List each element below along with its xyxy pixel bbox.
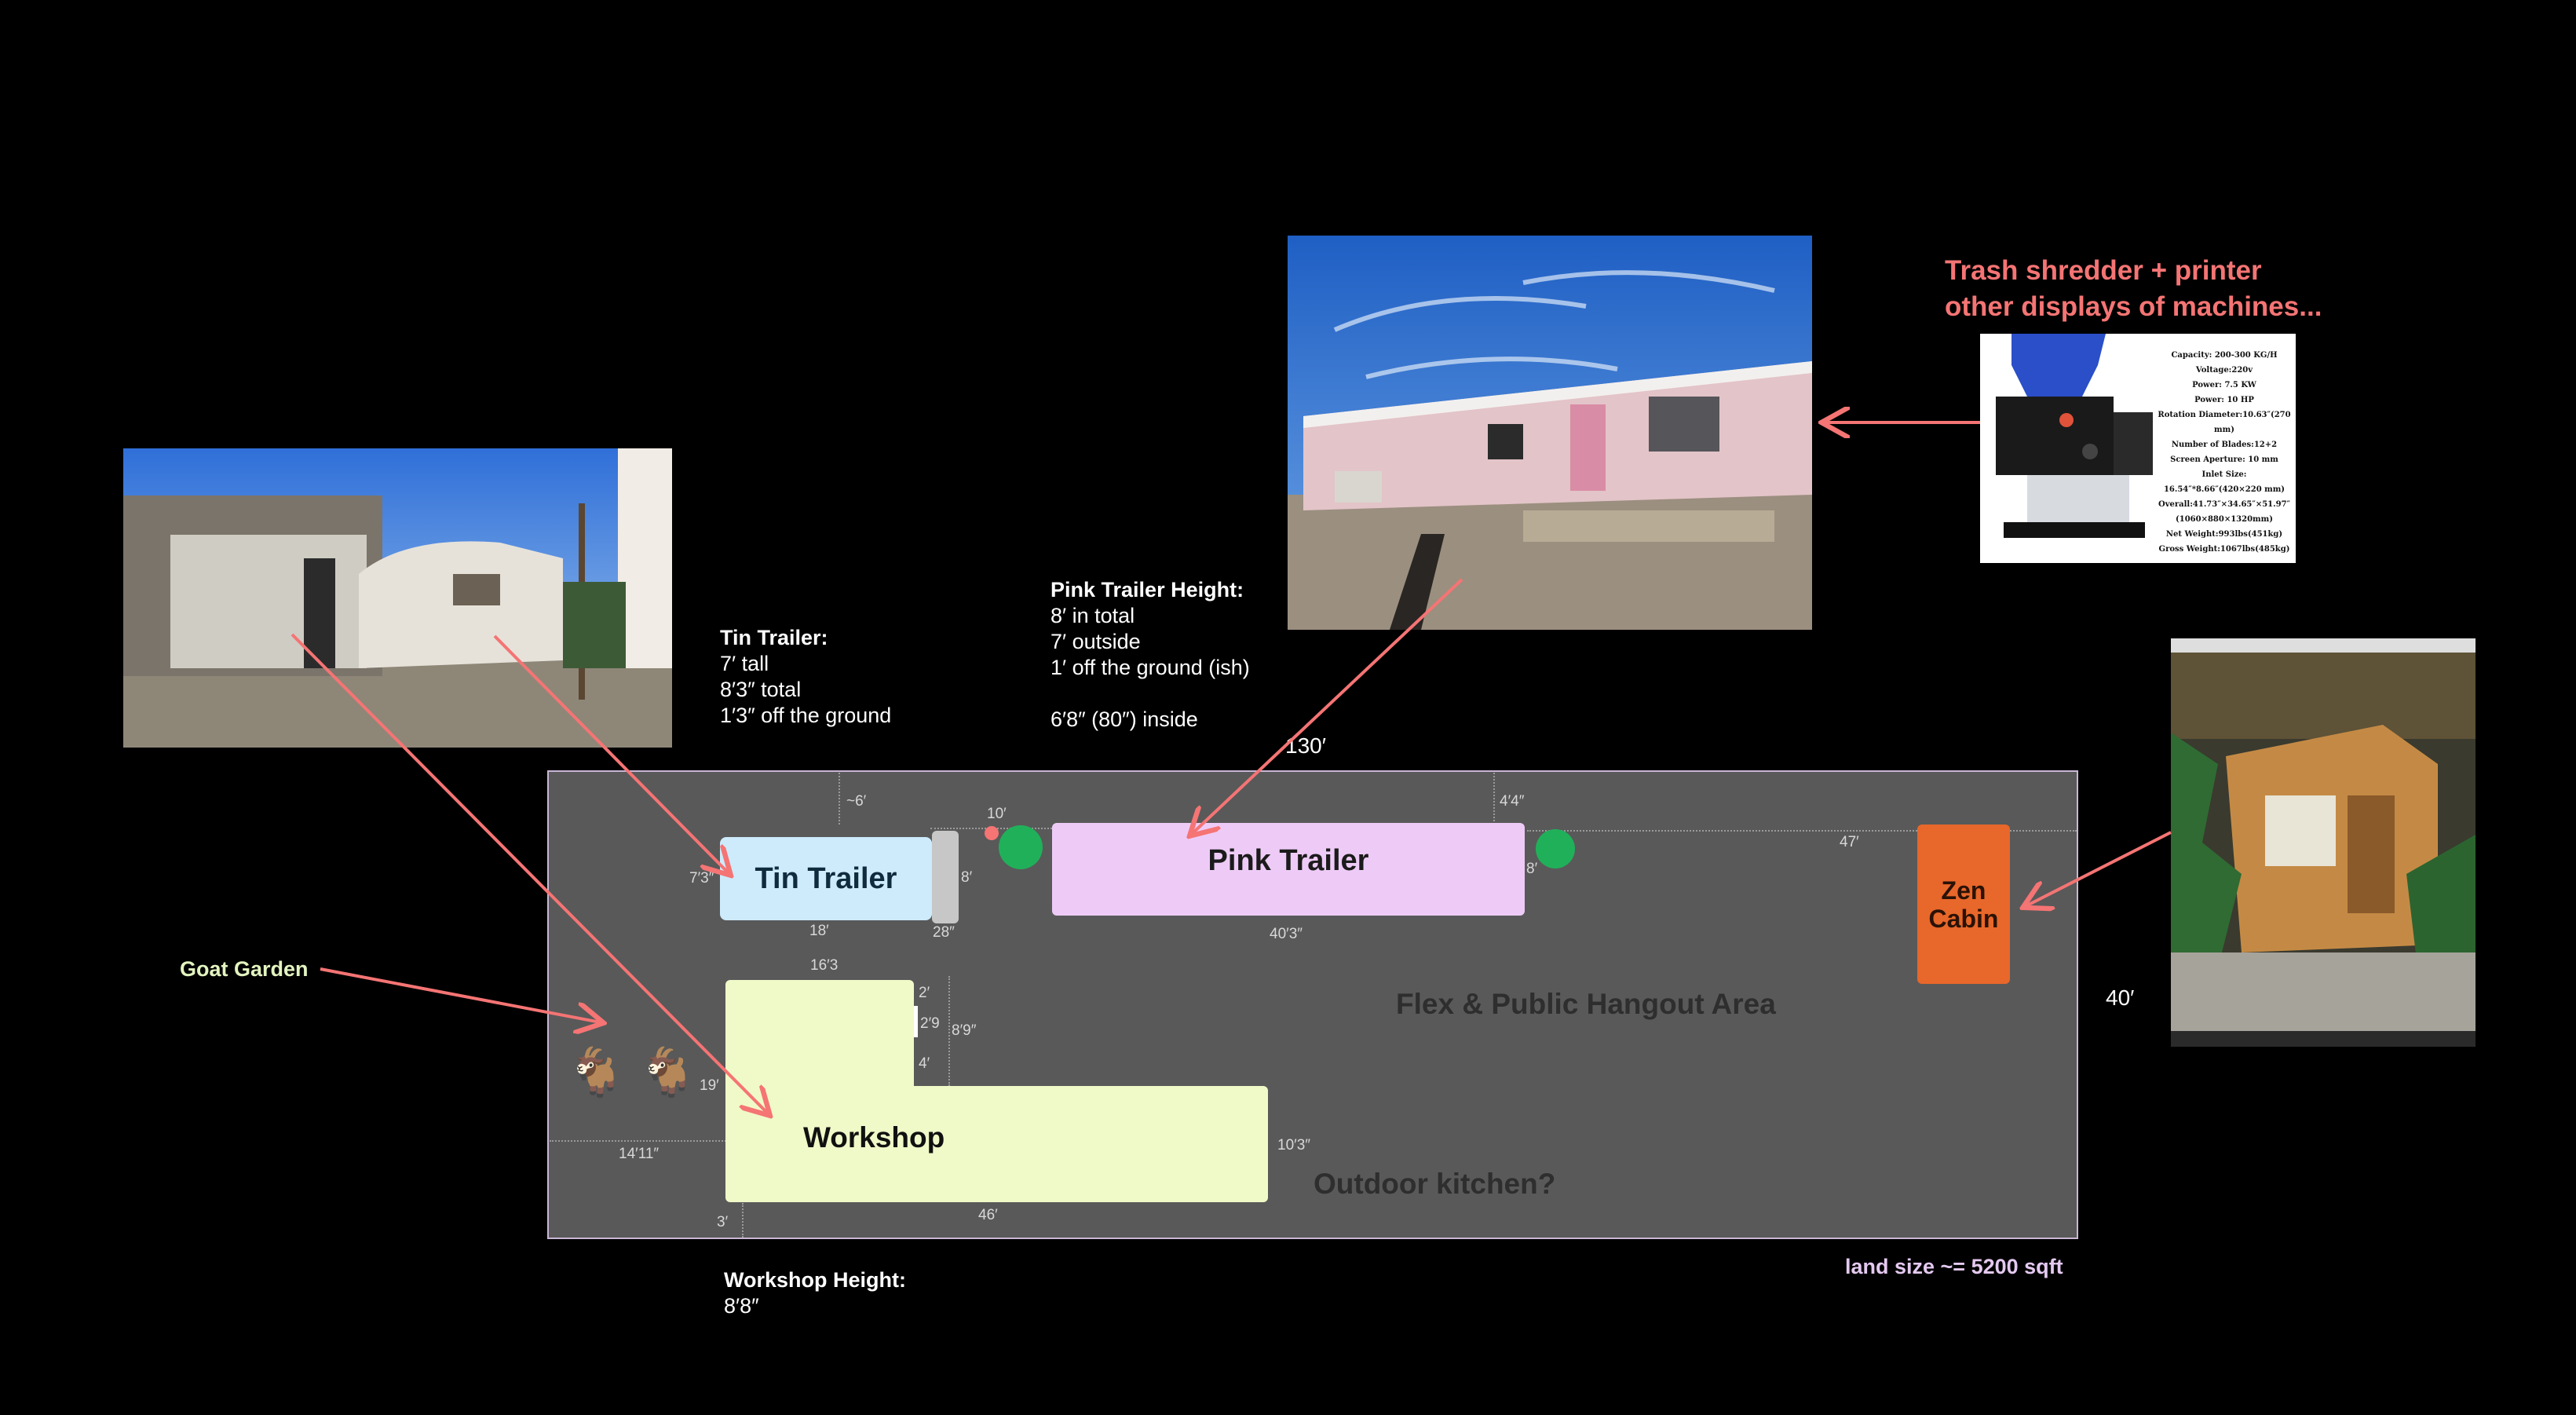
pink-trailer-block: Pink Trailer <box>1052 823 1525 916</box>
guide-line <box>1493 773 1495 825</box>
shredder-specs: Capacity: 200-300 KG/H Voltage:220v Powe… <box>2153 348 2296 557</box>
guide-line <box>742 1203 744 1238</box>
dim-label: 14′11″ <box>619 1146 660 1162</box>
pink-note-line: 7′ outside <box>1050 630 1141 653</box>
arrow-cabin-photo-to-zen <box>2026 831 2172 906</box>
pink-trailer-photo <box>1288 236 1812 630</box>
tree-dot <box>999 825 1043 869</box>
goat-garden-label: Goat Garden <box>180 957 309 981</box>
dim-label: 18′ <box>809 923 829 939</box>
arrow-tin-photo-to-trailer <box>493 634 729 873</box>
workshop-divider <box>914 1006 918 1037</box>
dim-label: 10′ <box>987 806 1007 822</box>
spec-line: Voltage:220v <box>2195 366 2253 375</box>
dim-label: 8′9″ <box>952 1022 977 1039</box>
guide-line <box>839 773 840 825</box>
spec-line: Overall:41.73″×34.65″×51.97″ <box>2158 500 2291 509</box>
flex-area-label: Flex & Public Hangout Area <box>1396 988 1776 1020</box>
workshop-block-upper <box>725 980 914 1090</box>
spec-line: Screen Aperture: 10 mm <box>2170 455 2278 464</box>
tin-note-line: 8′3″ total <box>720 678 802 701</box>
dim-label: 3′ <box>717 1214 729 1230</box>
dim-label: 8′ <box>961 869 973 886</box>
pink-trailer-note: Pink Trailer Height: 8′ in total 7′ outs… <box>1050 577 1250 733</box>
tin-note-line: 1′3″ off the ground <box>720 704 892 727</box>
zen-cabin-block: Zen Cabin <box>1917 825 2010 984</box>
pink-note-title: Pink Trailer Height: <box>1050 578 1244 601</box>
pink-note-line: 8′ in total <box>1050 604 1135 627</box>
trash-note-line-2: other displays of machines... <box>1945 291 2322 322</box>
tin-trailer-note: Tin Trailer: 7′ tall 8′3″ total 1′3″ off… <box>720 625 891 729</box>
spec-line: Inlet Size: <box>2201 470 2247 479</box>
goat-icons: 🐐 🐐 <box>567 1046 698 1099</box>
tin-note-line: 7′ tall <box>720 652 769 675</box>
guide-line <box>1527 830 2077 832</box>
dim-label: 2′9 <box>920 1015 940 1032</box>
zen-cabin-photo <box>2171 638 2476 1047</box>
marker-dot <box>985 826 999 840</box>
dim-label: 8′ <box>1526 861 1538 877</box>
pink-note-line: 1′ off the ground (ish) <box>1050 656 1250 679</box>
dim-label: 19′ <box>700 1077 719 1094</box>
zen-cabin-label-1: Zen <box>1941 876 1986 905</box>
trash-shredder-image: Capacity: 200-300 KG/H Voltage:220v Powe… <box>1980 334 2296 563</box>
workshop-note: Workshop Height: 8′8″ <box>724 1267 906 1319</box>
trash-note-line-1: Trash shredder + printer <box>1945 255 2262 286</box>
spec-line: 16.54″*8.66″(420×220 mm) <box>2163 485 2286 494</box>
dim-label: 10′3″ <box>1277 1137 1310 1154</box>
dim-label: 28″ <box>933 924 955 941</box>
workshop-label: Workshop <box>803 1121 945 1154</box>
spec-line: Power: 7.5 KW <box>2192 381 2256 389</box>
spec-line: Rotation Diameter:10.63″(270 mm) <box>2158 411 2291 434</box>
workshop-block-lower <box>725 1086 1268 1202</box>
tin-trailer-block: Tin Trailer <box>720 837 932 920</box>
zen-cabin-label-2: Cabin <box>1928 904 1999 933</box>
dim-label: 4′ <box>919 1055 930 1072</box>
guide-line <box>550 1140 726 1142</box>
dim-label: 16′3 <box>810 957 839 974</box>
spec-line: Gross Weight:1067lbs(485kg) <box>2158 545 2290 554</box>
arrow-tin-photo-to-workshop <box>290 633 768 1113</box>
tin-trailer-photo <box>123 448 672 748</box>
spec-line: (1060×880×1320mm) <box>2176 515 2273 524</box>
trash-shredder-note: Trash shredder + printer other displays … <box>1945 253 2322 325</box>
dim-label: 46′ <box>978 1207 998 1223</box>
workshop-note-title: Workshop Height: <box>724 1268 906 1292</box>
dim-label: 40′3″ <box>1270 926 1303 942</box>
spec-line: Capacity: 200-300 KG/H <box>2171 351 2278 360</box>
dim-label: ~6′ <box>846 793 867 810</box>
arrow-pink-photo-to-trailer <box>1192 578 1463 834</box>
tin-trailer-label: Tin Trailer <box>755 861 897 895</box>
workshop-note-line: 8′8″ <box>724 1294 759 1318</box>
pink-note-line: 6′8″ (80″) inside <box>1050 708 1198 731</box>
spec-line: Net Weight:993lbs(451kg) <box>2165 530 2283 539</box>
guide-line <box>948 976 950 1086</box>
dim-label: 2′ <box>919 985 930 1001</box>
tin-trailer-hitch <box>932 831 959 923</box>
outdoor-kitchen-label: Outdoor kitchen? <box>1314 1168 1556 1200</box>
depth-40-label: 40′ <box>2106 985 2135 1010</box>
pink-trailer-label: Pink Trailer <box>1208 843 1369 877</box>
spec-line: Number of Blades:12+2 <box>2171 441 2278 449</box>
dim-label: 4′4″ <box>1500 793 1525 810</box>
tree-dot <box>1536 829 1575 868</box>
arrow-goat-garden <box>320 967 601 1022</box>
tin-note-title: Tin Trailer: <box>720 626 828 649</box>
dim-label: 47′ <box>1840 834 1859 850</box>
land-size-label: land size ~= 5200 sqft <box>1845 1255 2063 1278</box>
spec-line: Power: 10 HP <box>2194 396 2254 404</box>
